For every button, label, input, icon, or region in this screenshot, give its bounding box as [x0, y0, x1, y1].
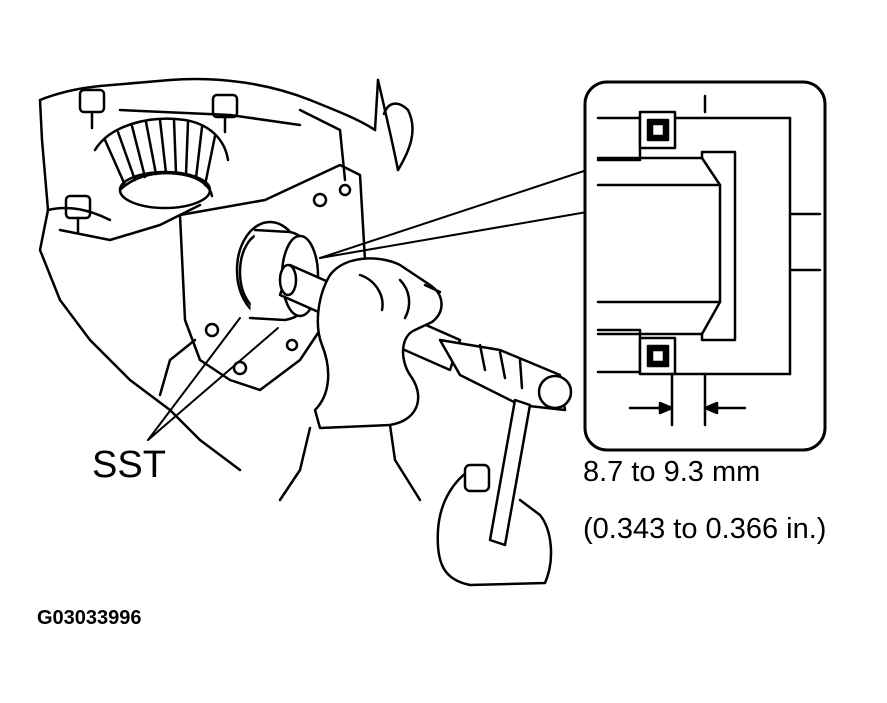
- hammer: [436, 398, 553, 587]
- housing-bolts: [64, 88, 239, 234]
- holding-hand: [278, 257, 443, 502]
- callout-lines: [319, 169, 588, 259]
- sst-label: SST: [92, 444, 166, 486]
- transaxle-housing: [38, 77, 414, 472]
- figure-id: G03033996: [37, 607, 142, 629]
- depth-spec-in: (0.343 to 0.366 in.): [583, 513, 827, 545]
- detail-inset: [583, 80, 827, 452]
- ring-gear: [93, 117, 230, 210]
- depth-spec-mm: 8.7 to 9.3 mm: [583, 456, 761, 488]
- sst-leaders: [147, 317, 279, 441]
